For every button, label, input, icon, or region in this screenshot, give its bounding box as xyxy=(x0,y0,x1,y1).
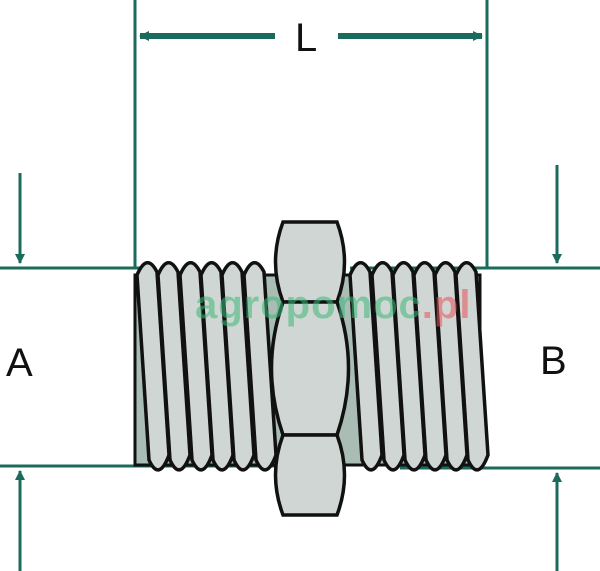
hex-nut xyxy=(269,220,351,517)
thread-ridge xyxy=(454,261,490,472)
threads xyxy=(135,261,490,472)
diameter-a-label: A xyxy=(6,341,33,385)
watermark-suffix: .pl xyxy=(421,283,472,327)
diameter-b-label: B xyxy=(540,339,567,383)
length-label: L xyxy=(295,16,318,60)
watermark-text: agropomoc xyxy=(195,283,422,327)
watermark: agropomoc.pl xyxy=(195,283,471,328)
